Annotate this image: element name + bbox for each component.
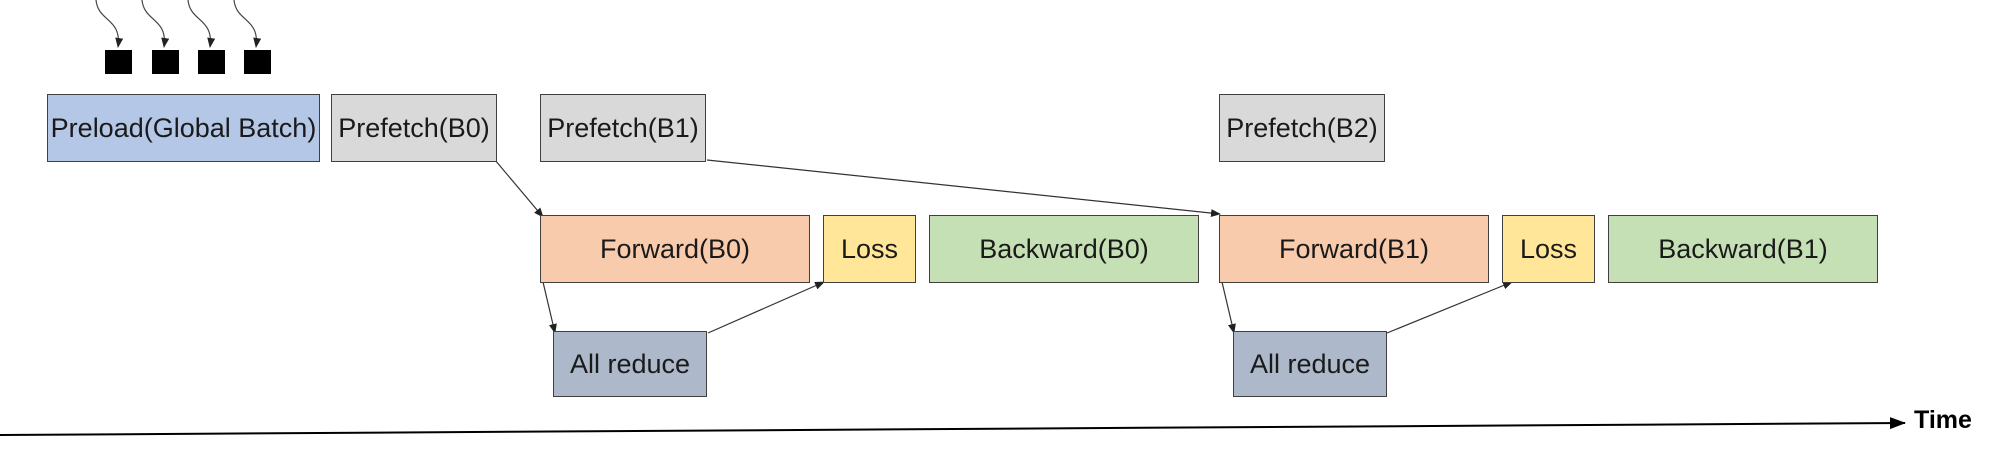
prefetch-b1-box: Prefetch(B1) (540, 94, 706, 162)
arrow-allreduce-to-loss (707, 281, 825, 334)
forward-b0-box: Forward(B0) (540, 215, 810, 283)
loss-box: Loss (1502, 215, 1595, 283)
incoming-data-arrow (141, 0, 170, 48)
allreduce-box: All reduce (553, 331, 707, 397)
data-chunk-icon (244, 50, 271, 74)
arrow-allreduce-to-loss-b1 (1386, 281, 1513, 334)
prefetch-b2-box: Prefetch(B2) (1219, 94, 1385, 162)
arrow-forward-b0-to-allreduce (542, 281, 557, 334)
backward-b0-box: Backward(B0) (929, 215, 1199, 283)
arrow-prefetch-b1-to-forward-b1 (706, 159, 1221, 218)
loss-box: Loss (823, 215, 916, 283)
arrow-forward-b1-to-allreduce (1221, 281, 1236, 334)
data-chunk-icon (105, 50, 132, 74)
time-axis-label: Time (1914, 406, 1972, 434)
preload-box: Preload(Global Batch) (47, 94, 320, 162)
incoming-data-arrow (233, 0, 262, 48)
data-chunk-icon (198, 50, 225, 74)
incoming-data-arrow (187, 0, 216, 48)
allreduce-box: All reduce (1233, 331, 1387, 397)
prefetch-b0-box: Prefetch(B0) (331, 94, 497, 162)
arrow-prefetch-b0-to-forward-b0 (494, 159, 544, 218)
incoming-data-arrow (95, 0, 124, 48)
data-chunk-icon (152, 50, 179, 74)
forward-b1-box: Forward(B1) (1219, 215, 1489, 283)
time-axis (0, 417, 1906, 436)
backward-b1-box: Backward(B1) (1608, 215, 1878, 283)
